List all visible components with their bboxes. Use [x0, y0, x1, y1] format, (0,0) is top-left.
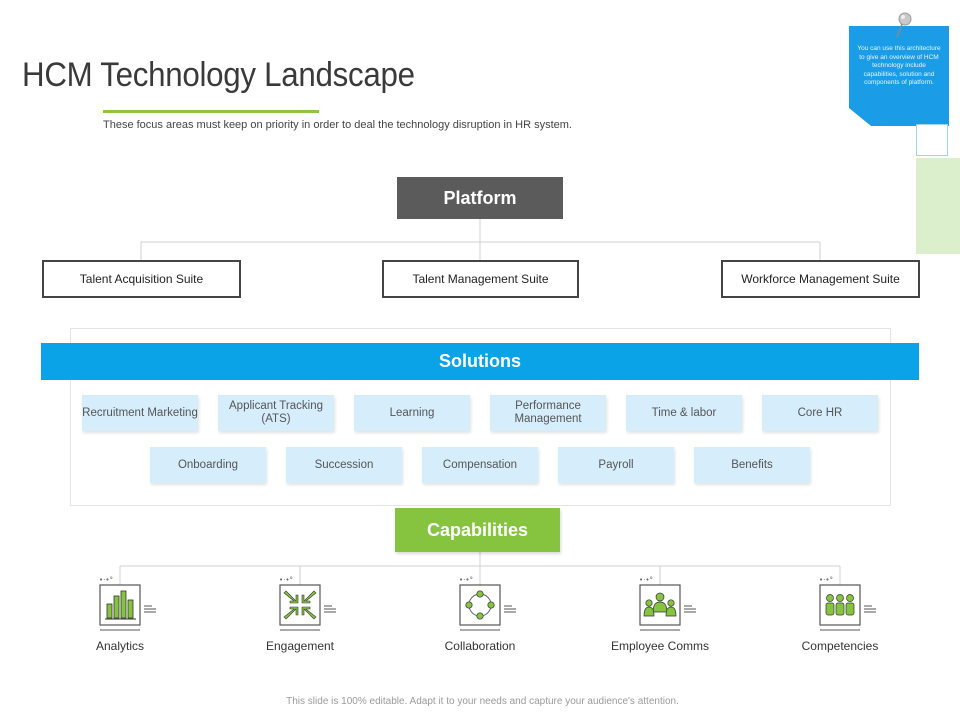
capabilities-header: Capabilities: [395, 508, 560, 552]
bar-chart-icon: •·•°: [99, 576, 156, 631]
decor-green-block: [916, 158, 960, 254]
capability-label-competencies: Competencies: [801, 639, 879, 653]
platform-box: Platform: [397, 177, 563, 219]
solutions-header: Solutions: [41, 343, 919, 380]
solution-succession: Succession: [286, 447, 402, 483]
svg-text:•·•°: •·•°: [279, 576, 293, 584]
team-icon: •·•°: [819, 576, 876, 631]
solution-applicant-tracking: Applicant Tracking (ATS): [218, 395, 334, 431]
group-icon: •·•°: [639, 576, 696, 631]
svg-text:•·•°: •·•°: [99, 576, 113, 584]
solution-performance-management: Performance Management: [490, 395, 606, 431]
svg-text:•·•°: •·•°: [639, 576, 653, 584]
suite-talent-acquisition: Talent Acquisition Suite: [42, 260, 241, 298]
page-subtitle: These focus areas must keep on priority …: [103, 119, 572, 131]
suite-workforce-management: Workforce Management Suite: [721, 260, 920, 298]
solution-payroll: Payroll: [558, 447, 674, 483]
title-underline: [103, 110, 319, 113]
svg-text:•·•°: •·•°: [459, 576, 473, 584]
footer-note: This slide is 100% editable. Adapt it to…: [286, 696, 679, 707]
solution-recruitment-marketing: Recruitment Marketing: [82, 395, 198, 431]
page-title: HCM Technology Landscape: [22, 56, 415, 94]
people-network-icon: •·•°: [459, 576, 516, 631]
svg-text:•·•°: •·•°: [819, 576, 833, 584]
pushpin-icon: [896, 12, 912, 38]
decor-square: [916, 124, 948, 156]
capability-label-collaboration: Collaboration: [444, 639, 516, 653]
solution-core-hr: Core HR: [762, 395, 878, 431]
suite-talent-management: Talent Management Suite: [382, 260, 579, 298]
capability-label-employee-comms: Employee Comms: [610, 639, 710, 653]
capability-label-engagement: Engagement: [265, 639, 335, 653]
solution-learning: Learning: [354, 395, 470, 431]
capability-label-analytics: Analytics: [95, 639, 145, 653]
solution-onboarding: Onboarding: [150, 447, 266, 483]
solution-compensation: Compensation: [422, 447, 538, 483]
arrows-inward-icon: •·•°: [279, 576, 336, 631]
note-fold: [849, 108, 871, 126]
solution-time-labor: Time & labor: [626, 395, 742, 431]
solution-benefits: Benefits: [694, 447, 810, 483]
